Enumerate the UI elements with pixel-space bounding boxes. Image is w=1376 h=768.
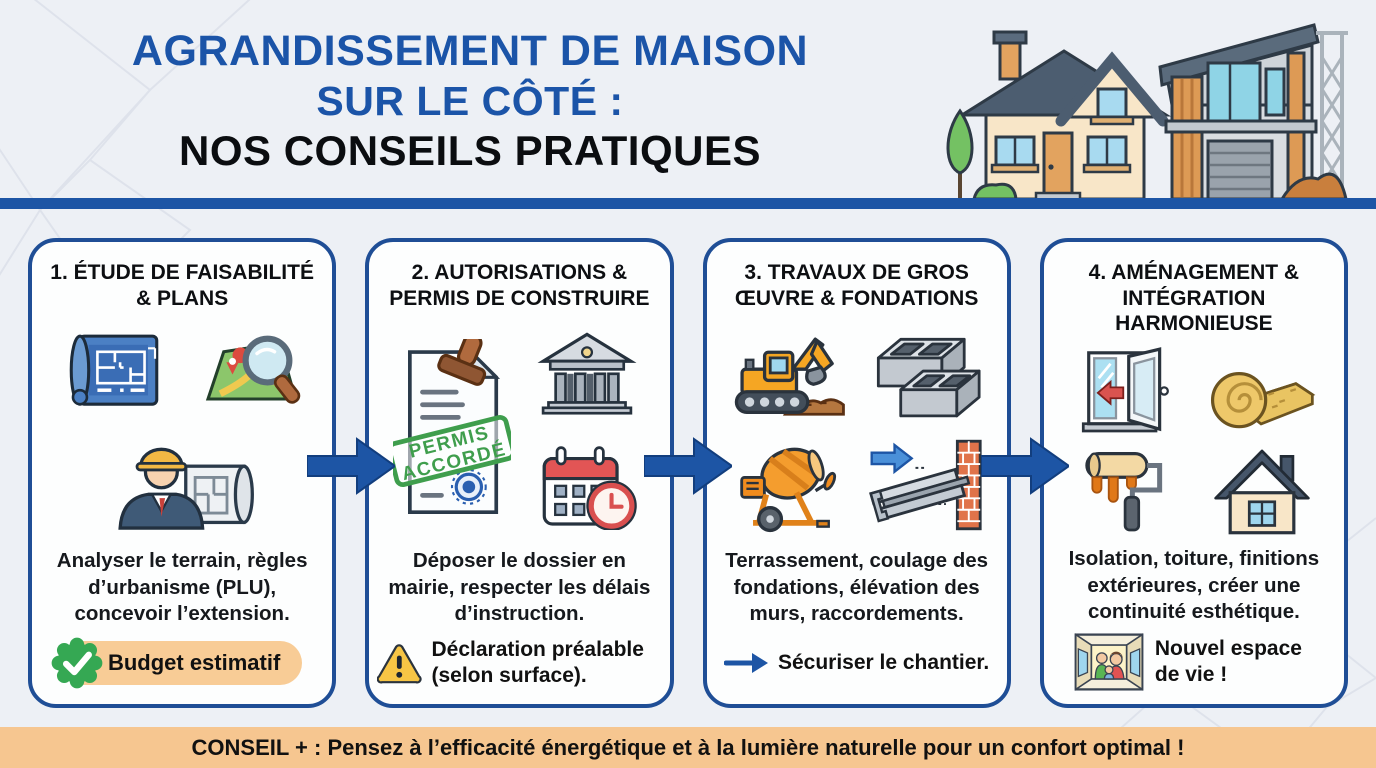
arrow-right-icon [723, 653, 768, 673]
flow-arrow-2 [644, 437, 732, 495]
open-window-icon [1081, 347, 1169, 433]
step-card-1: 1. ÉTUDE DE FAISABILITÉ & PLANS [28, 238, 337, 708]
step-3-note-label: Sécuriser le chantier. [777, 651, 990, 675]
footer-banner: CONSEIL + : Pensez à l’efficacité énergé… [0, 727, 1376, 768]
step-3-title: 3. TRAVAUX DE GROS ŒUVRE & FONDATIONS [734, 261, 979, 310]
header-divider [0, 198, 1376, 209]
step-3-description: Terrassement, coulage des fondations, él… [725, 549, 989, 626]
step-2-title: 2. AUTORISATIONS & PERMIS DE CONSTRUIRE [389, 261, 650, 310]
step-card-2: 2. AUTORISATIONS & PERMIS DE CONSTRUIRE … [365, 238, 674, 708]
step-4-note: Nouvel espace de vie ! [1073, 632, 1315, 692]
house-icon [1214, 449, 1310, 535]
cement-mixer-icon [740, 447, 836, 532]
map-search-icon [205, 335, 301, 405]
calendar-clock-icon [542, 446, 638, 531]
architect-icon [118, 447, 255, 530]
check-seal-icon [51, 637, 103, 689]
concrete-blocks-icon [876, 338, 981, 418]
step-1-description: Analyser le terrain, règles d’urbanisme … [56, 549, 308, 626]
page-title: AGRANDISSEMENT DE MAISON SUR LE CÔTÉ : N… [70, 26, 870, 178]
step-2-icons: PERMIS ACCORDÉ [389, 319, 651, 540]
family-room-icon [1074, 633, 1144, 691]
title-line-3: NOS CONSEILS PRATIQUES [179, 127, 761, 175]
blueprint-icon [69, 334, 159, 407]
step-3-icons [726, 319, 988, 540]
step-2-note: Déclaration préalable (selon surface). [377, 634, 661, 692]
excavator-icon [734, 337, 845, 417]
step-4-icons [1063, 345, 1325, 538]
steel-beam-wall-icon [868, 439, 982, 531]
insulation-roll-icon [1210, 372, 1316, 429]
step-4-title: 4. AMÉNAGEMENT & INTÉGRATION HARMONIEUSE [1088, 261, 1300, 336]
town-hall-icon [537, 332, 637, 415]
budget-badge-label: Budget estimatif [107, 650, 281, 675]
step-2-description: Déposer le dossier en mairie, respecter … [388, 549, 651, 626]
flow-arrow-3 [981, 437, 1069, 495]
step-4-description: Isolation, toiture, finitions extérieure… [1068, 547, 1320, 624]
step-card-3: 3. TRAVAUX DE GROS ŒUVRE & FONDATIONS [702, 238, 1011, 708]
paint-roller-icon [1085, 451, 1163, 532]
footer-tip-text: CONSEIL + : Pensez à l’efficacité énergé… [191, 734, 1185, 760]
step-card-4: 4. AMÉNAGEMENT & INTÉGRATION HARMONIEUSE [1039, 238, 1348, 708]
house-extension-illustration [946, 23, 1348, 201]
step-2-note-label: Déclaration préalable (selon surface). [431, 638, 644, 687]
title-line-2: SUR LE CÔTÉ : [316, 77, 624, 124]
warning-icon [377, 644, 422, 684]
step-1-icons [51, 319, 313, 540]
step-1-title: 1. ÉTUDE DE FAISABILITÉ & PLANS [50, 261, 314, 310]
step-1-note: Budget estimatif [51, 634, 303, 692]
budget-badge: Budget estimatif [51, 637, 303, 689]
step-4-note-label: Nouvel espace de vie ! [1154, 637, 1302, 686]
title-line-1: AGRANDISSEMENT DE MAISON [131, 27, 809, 75]
flow-arrow-1 [307, 437, 395, 495]
stamped-document-icon: PERMIS ACCORDÉ [392, 338, 511, 514]
steps-row: 1. ÉTUDE DE FAISABILITÉ & PLANS [28, 238, 1348, 708]
step-3-note: Sécuriser le chantier. [723, 634, 990, 692]
